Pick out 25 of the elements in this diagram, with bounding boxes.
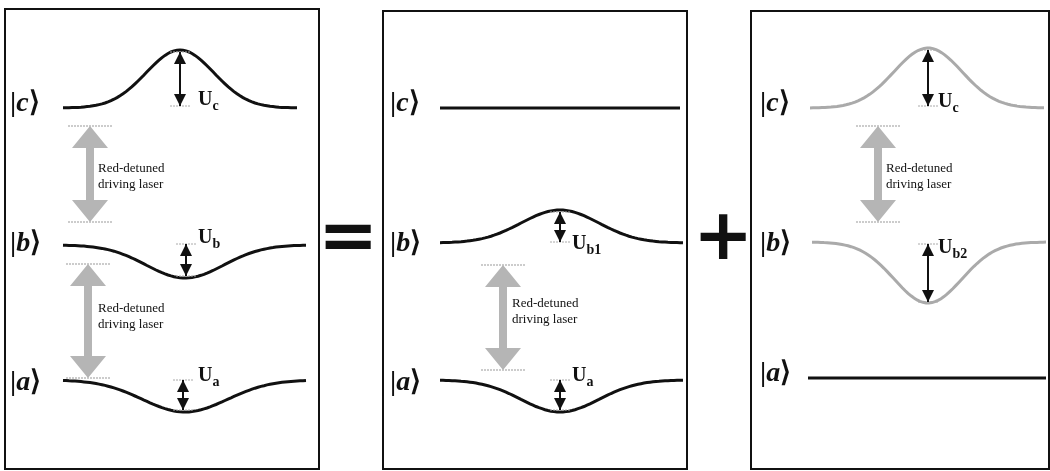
plus-sign: + [693, 198, 754, 270]
state-label: |b⟩ [760, 228, 792, 256]
state-label: |c⟩ [390, 88, 420, 116]
state-label: |c⟩ [10, 88, 40, 116]
potential-label: U$_{a}$ [198, 364, 220, 389]
state-label: |a⟩ [390, 367, 422, 395]
potential-label: U$_{a}$ [572, 364, 594, 389]
state-label: |a⟩ [10, 367, 42, 395]
state-label: |b⟩ [390, 228, 422, 256]
potential-label: U$_{c}$ [198, 88, 219, 113]
potential-label: U$_{b}$ [198, 226, 221, 251]
potential-label: U$_{c}$ [938, 90, 959, 115]
state-label: |b⟩ [10, 228, 42, 256]
panel-frame [750, 10, 1050, 470]
panel-frame [382, 10, 688, 470]
laser-label: Red-detuned driving laser [512, 295, 580, 327]
panel-frame [4, 8, 320, 470]
laser-label: Red-detuned driving laser [98, 160, 166, 192]
state-label: |c⟩ [760, 88, 790, 116]
state-label: |a⟩ [760, 358, 792, 386]
laser-label: Red-detuned driving laser [886, 160, 954, 192]
laser-label: Red-detuned driving laser [98, 300, 166, 332]
potential-label: U$_{b1}$ [572, 232, 602, 257]
equals-sign: = [318, 198, 379, 270]
potential-label: U$_{b2}$ [938, 236, 968, 261]
